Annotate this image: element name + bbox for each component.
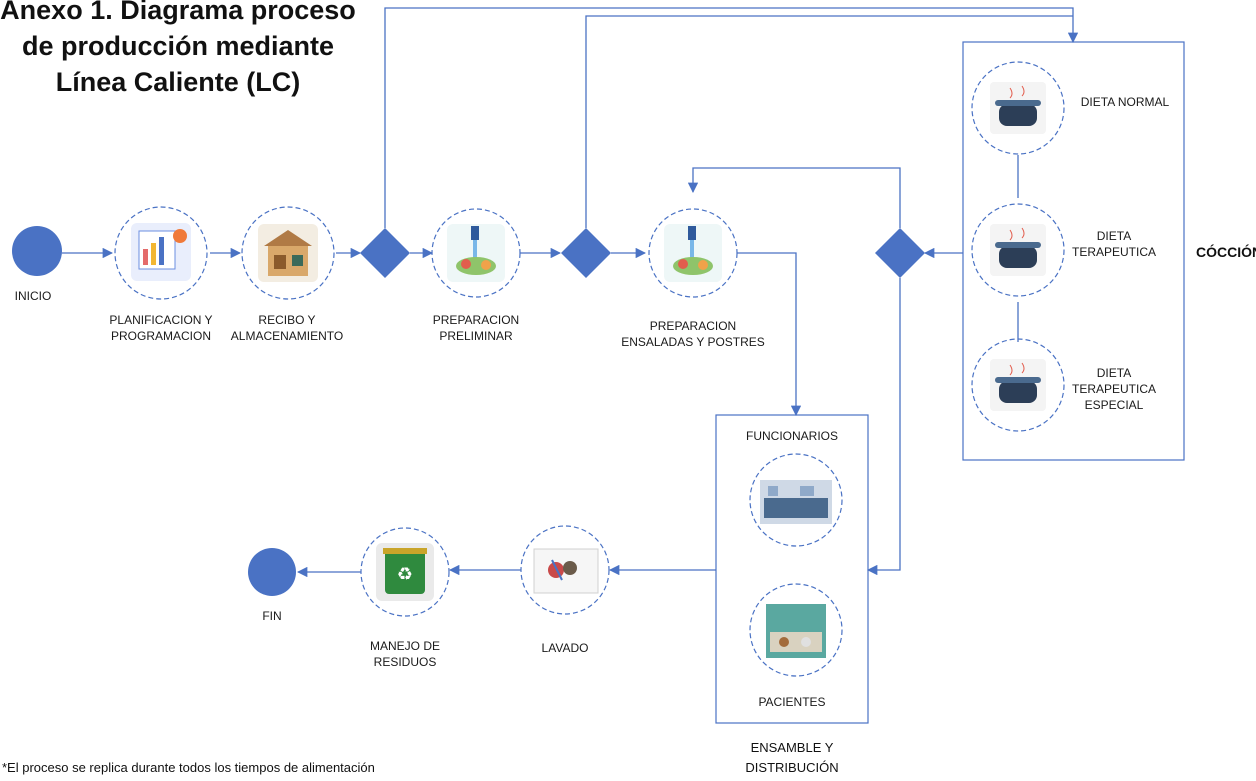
receiving-label: RECIBO Y ALMACENAMIENTO — [230, 313, 344, 343]
waste-label: MANEJO DE RESIDUOS — [369, 639, 440, 669]
planning-icon — [131, 223, 191, 281]
decision-diamond-3 — [875, 228, 925, 278]
assembly-top-label: FUNCIONARIOS — [745, 429, 838, 443]
footnote: *El proceso se replica durante todos los… — [2, 760, 375, 775]
arrow-decision3-assembly — [866, 278, 901, 576]
salads-circle — [648, 208, 738, 298]
cooking-item-therapeutic: DIETA TERAPEUTICA — [1071, 229, 1156, 259]
food-prep-icon — [447, 224, 505, 282]
cooking-section-label: CÓCCIÓN — [1196, 244, 1256, 260]
arrow-decision1-cooking — [384, 7, 1079, 228]
pot-icon — [990, 224, 1046, 276]
warehouse-icon — [258, 224, 318, 282]
recycle-bin-icon: ♻ — [376, 543, 434, 601]
washing-label: LAVADO — [541, 641, 589, 655]
line-decision2-cooking — [585, 15, 1073, 228]
receiving-circle — [241, 206, 335, 300]
washing-circle — [520, 525, 610, 615]
connectors — [62, 7, 1079, 578]
patient-tray-photo-icon — [766, 604, 826, 658]
assembly-bottom-label: PACIENTES — [758, 695, 826, 709]
arrow-decision3-salads — [687, 167, 901, 228]
decision-diamond-1 — [360, 228, 410, 278]
start-node — [12, 226, 62, 276]
prelim-circle — [431, 208, 521, 298]
assembly-section-label: ENSAMBLE Y DISTRIBUCIÓN — [745, 740, 839, 775]
cooking-item-special: DIETA TERAPEUTICA ESPECIAL — [1071, 366, 1156, 412]
end-node — [248, 548, 296, 596]
salad-prep-icon — [664, 224, 722, 282]
salads-label: PREPARACION ENSALADAS Y POSTRES — [621, 319, 765, 349]
planning-circle — [114, 206, 208, 300]
decision-diamond-2 — [561, 228, 611, 278]
cooking-special-circle — [971, 338, 1065, 432]
start-label: INICIO — [14, 289, 52, 303]
cooking-box — [962, 41, 1185, 461]
arrow-salads-assembly — [737, 252, 802, 417]
diagram-title: Anexo 1. Diagrama proceso de producción … — [0, 0, 356, 97]
pacientes-circle — [749, 583, 843, 677]
waste-circle — [360, 527, 450, 617]
assembly-box — [715, 414, 869, 724]
dishwashing-icon — [533, 548, 599, 594]
cooking-item-normal: DIETA NORMAL — [1080, 95, 1170, 109]
planning-label: PLANIFICACION Y PROGRAMACION — [109, 313, 213, 343]
svg-text:♻: ♻ — [397, 564, 413, 585]
cooking-normal-circle — [971, 61, 1065, 155]
pot-icon — [990, 82, 1046, 134]
end-label: FIN — [262, 609, 282, 623]
cooking-therapeutic-circle — [971, 203, 1065, 297]
funcionarios-circle — [749, 453, 843, 547]
pot-icon — [990, 359, 1046, 411]
prelim-label: PREPARACION PRELIMINAR — [432, 313, 520, 343]
cafeteria-photo-icon — [760, 480, 832, 524]
